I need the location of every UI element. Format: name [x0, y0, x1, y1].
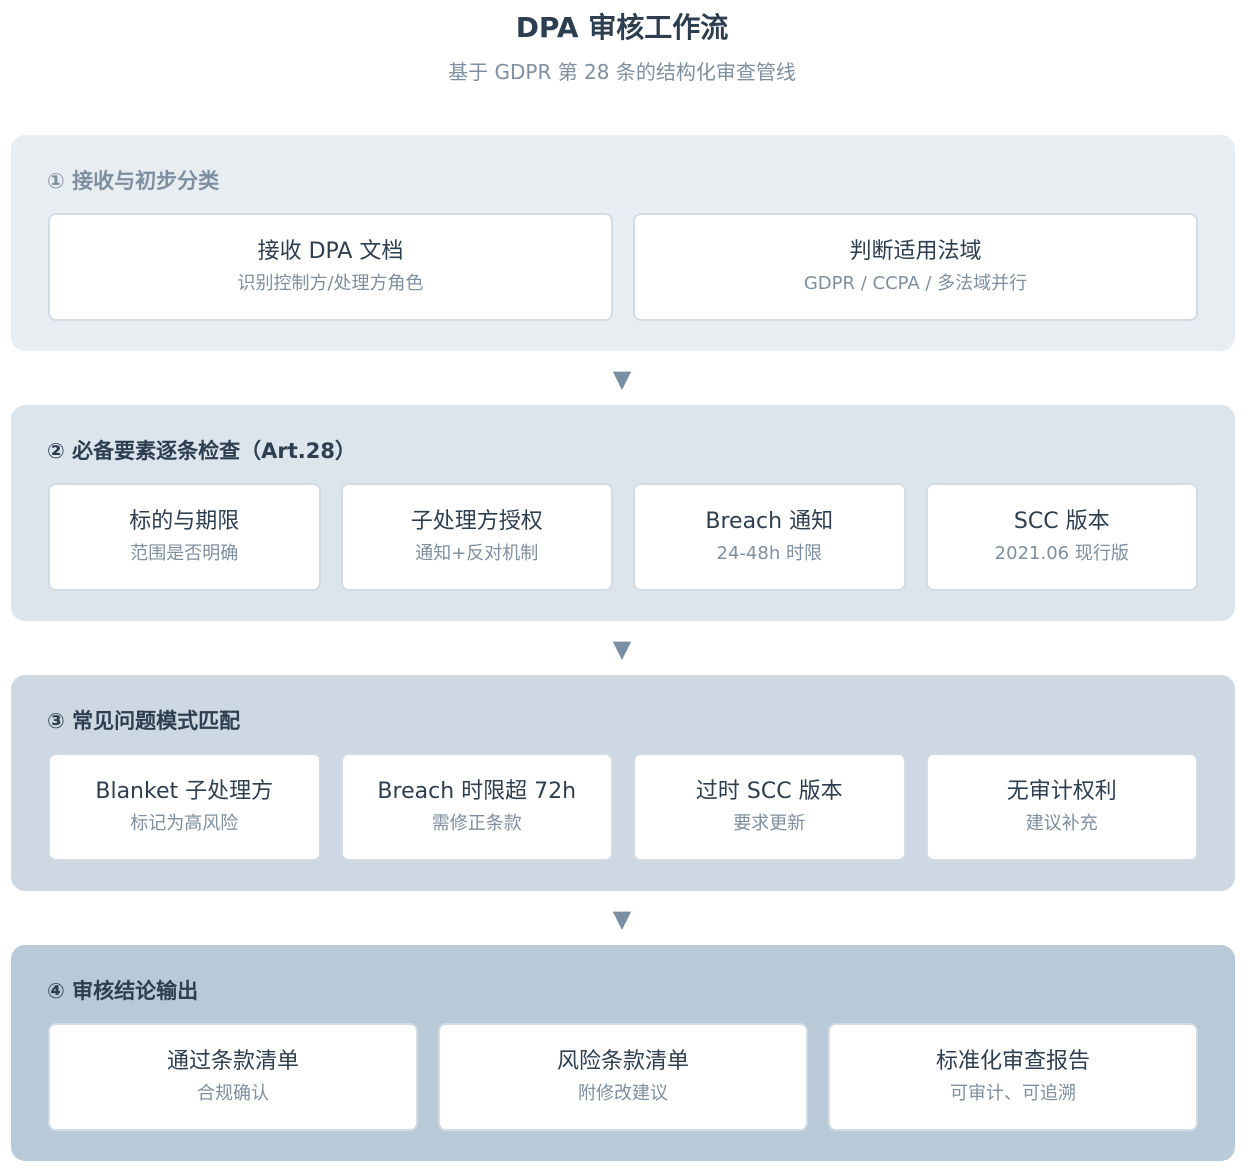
card-subtitle: 合规确认 [197, 1083, 269, 1104]
step-card-breach-over-72h: Breach 时限超 72h 需修正条款 [340, 753, 613, 861]
step-card-breach-notice: Breach 通知 24-48h 时限 [633, 483, 906, 591]
step-card-subprocessor-auth: 子处理方授权 通知+反对机制 [340, 483, 613, 591]
card-row: 接收 DPA 文档 识别控制方/处理方角色 判断适用法域 GDPR / CCPA… [48, 213, 1198, 321]
step-card-no-audit-rights: 无审计权利 建议补充 [925, 753, 1198, 861]
card-subtitle: 可审计、可追溯 [950, 1083, 1076, 1104]
card-row: 标的与期限 范围是否明确 子处理方授权 通知+反对机制 Breach 通知 24… [48, 483, 1198, 591]
card-row: Blanket 子处理方 标记为高风险 Breach 时限超 72h 需修正条款… [48, 753, 1198, 861]
card-title: 风险条款清单 [556, 1049, 689, 1074]
card-title: 通过条款清单 [166, 1049, 299, 1074]
card-subtitle: 范围是否明确 [130, 543, 239, 564]
card-subtitle: 标记为高风险 [130, 813, 239, 834]
flow-arrow-down-icon: ▼ [612, 635, 632, 663]
card-title: 判断适用法域 [849, 239, 982, 264]
card-subtitle: GDPR / CCPA / 多法域并行 [803, 273, 1028, 294]
card-title: 标准化审查报告 [935, 1049, 1090, 1074]
stage-intake: ① 接收与初步分类 接收 DPA 文档 识别控制方/处理方角色 判断适用法域 G… [11, 135, 1235, 351]
card-subtitle: 建议补充 [1025, 813, 1098, 834]
page-title: DPA 审核工作流 [515, 11, 729, 44]
stage-conclusion: ④ 审核结论输出 通过条款清单 合规确认 风险条款清单 附修改建议 标准化审查报… [11, 945, 1235, 1161]
stage-title: ① 接收与初步分类 [47, 169, 220, 193]
card-title: 接收 DPA 文档 [257, 239, 404, 264]
card-title: 无审计权利 [1006, 779, 1117, 804]
stage-title: ④ 审核结论输出 [47, 979, 199, 1003]
step-card-subject-term: 标的与期限 范围是否明确 [48, 483, 321, 591]
step-card-passed-clauses: 通过条款清单 合规确认 [48, 1023, 418, 1131]
card-subtitle: 要求更新 [733, 813, 806, 834]
step-card-receive-dpa: 接收 DPA 文档 识别控制方/处理方角色 [48, 213, 613, 321]
step-card-blanket-subprocessor: Blanket 子处理方 标记为高风险 [48, 753, 321, 861]
flow-arrow-down-icon: ▼ [612, 365, 632, 393]
step-card-scc-version: SCC 版本 2021.06 现行版 [925, 483, 1198, 591]
page-subtitle: 基于 GDPR 第 28 条的结构化审查管线 [448, 60, 796, 84]
stage-element-check: ② 必备要素逐条检查（Art.28） 标的与期限 范围是否明确 子处理方授权 通… [11, 405, 1235, 621]
step-card-review-report: 标准化审查报告 可审计、可追溯 [828, 1023, 1198, 1131]
card-subtitle: 24-48h 时限 [716, 543, 822, 564]
card-subtitle: 需修正条款 [431, 813, 522, 834]
card-title: 标的与期限 [129, 509, 240, 534]
stage-title: ② 必备要素逐条检查（Art.28） [47, 439, 356, 463]
card-subtitle: 识别控制方/处理方角色 [237, 273, 424, 294]
card-title: Breach 时限超 72h [377, 779, 577, 804]
step-card-jurisdiction: 判断适用法域 GDPR / CCPA / 多法域并行 [633, 213, 1198, 321]
step-card-outdated-scc: 过时 SCC 版本 要求更新 [633, 753, 906, 861]
card-title: 过时 SCC 版本 [695, 779, 843, 804]
card-title: SCC 版本 [1013, 509, 1110, 534]
card-subtitle: 附修改建议 [578, 1083, 668, 1104]
step-card-risk-clauses: 风险条款清单 附修改建议 [438, 1023, 808, 1131]
stage-title: ③ 常见问题模式匹配 [47, 709, 241, 733]
card-row: 通过条款清单 合规确认 风险条款清单 附修改建议 标准化审查报告 可审计、可追溯 [48, 1023, 1198, 1131]
card-title: Breach 通知 [705, 509, 834, 534]
card-subtitle: 2021.06 现行版 [994, 543, 1129, 564]
card-title: Blanket 子处理方 [95, 779, 274, 804]
flow-arrow-down-icon: ▼ [612, 905, 632, 933]
stage-pattern-match: ③ 常见问题模式匹配 Blanket 子处理方 标记为高风险 Breach 时限… [11, 675, 1235, 891]
card-title: 子处理方授权 [410, 509, 543, 534]
card-subtitle: 通知+反对机制 [415, 543, 539, 564]
